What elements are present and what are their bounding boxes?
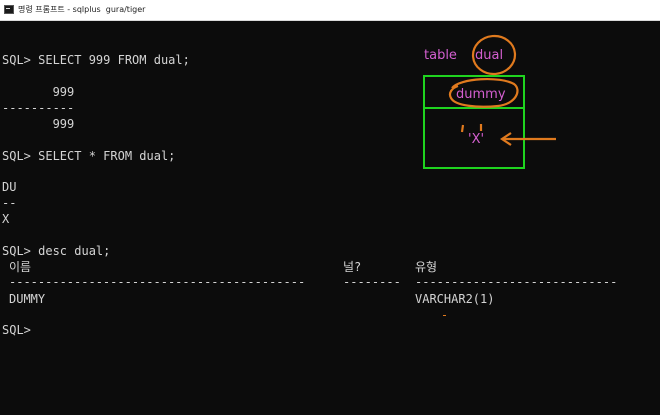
title-bar[interactable]: 명령 프롬프트 - sqlplus gura/tiger xyxy=(0,0,660,21)
annotation-column-name: dummy xyxy=(456,87,506,102)
console-line: SQL> SELECT * FROM dual; xyxy=(2,149,176,163)
annotation-value: 'X' xyxy=(468,132,485,147)
console-line: SQL> desc dual; xyxy=(2,244,111,258)
desc-separator-name: ----------------------------------------… xyxy=(9,275,306,289)
desc-separator-nullable: -------- xyxy=(343,275,401,289)
console-line: ---------- xyxy=(2,101,75,115)
desc-header-nullable: 널? xyxy=(343,260,362,274)
annotation-header-divider xyxy=(423,107,525,109)
console-prompt: SQL> xyxy=(2,323,31,337)
console-line: 999 xyxy=(2,117,75,131)
console-line: X xyxy=(2,212,10,226)
desc-separator-type: ---------------------------- xyxy=(415,275,618,289)
annotation-dual-label: dual xyxy=(475,48,504,63)
desc-row-name: DUMMY xyxy=(9,292,46,306)
console-line: 999 xyxy=(2,85,75,99)
desc-row-type: VARCHAR2(1) xyxy=(415,292,495,306)
desc-header-name: 이름 xyxy=(9,260,32,274)
console-line: DU xyxy=(2,180,17,194)
console-icon xyxy=(4,5,14,14)
window-title: 명령 프롬프트 - sqlplus gura/tiger xyxy=(18,5,146,14)
pen-underline-mark xyxy=(443,315,446,316)
console-line: SQL> SELECT 999 FROM dual; xyxy=(2,53,190,67)
annotation-table-box xyxy=(423,75,525,169)
desc-header-type: 유형 xyxy=(415,260,438,274)
annotation-table-label: table xyxy=(424,48,457,63)
console-line: -- xyxy=(2,196,17,210)
console-output[interactable]: SQL> SELECT 999 FROM dual; 999 ---------… xyxy=(0,20,660,415)
